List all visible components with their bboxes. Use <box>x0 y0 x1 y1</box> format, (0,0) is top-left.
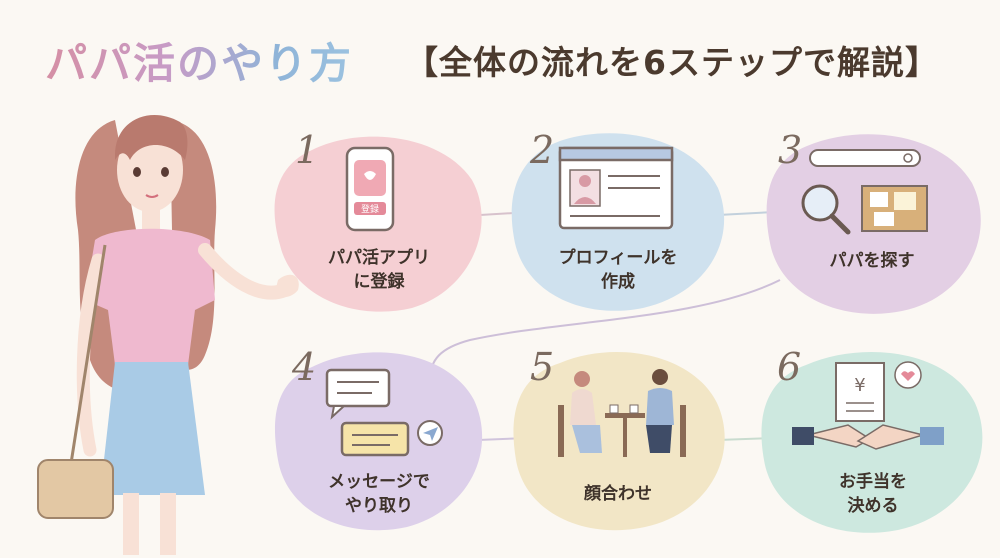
step-1-number: 1 <box>295 128 320 172</box>
step-2-number: 2 <box>530 128 555 172</box>
shoulder-bag <box>37 459 114 519</box>
step-6-card: ¥ <box>761 351 983 533</box>
woman-illustration <box>37 114 299 555</box>
connector-3-4 <box>429 279 781 381</box>
step-5-card <box>513 352 725 531</box>
step-6-number: 6 <box>777 345 802 389</box>
search-magnifier-icon <box>801 149 928 235</box>
leg-right <box>160 493 176 555</box>
neck <box>142 208 160 230</box>
step-2-card <box>511 133 725 311</box>
title-sub-text: 全体の流れを6ステップで解説 <box>439 43 905 82</box>
title-open-bracket: 【 <box>405 43 439 82</box>
title-main: パパ活のやり方 <box>45 30 353 91</box>
arm-down <box>76 253 105 457</box>
step-1-card: 登録 <box>274 136 482 312</box>
step-4-label: メッセージで やり取り <box>328 472 430 516</box>
mouth <box>145 194 159 198</box>
bag-strap <box>68 244 107 471</box>
blouse <box>85 228 215 365</box>
smartphone-icon: 登録 <box>345 146 395 232</box>
step-3-label: パパを探す <box>829 251 915 271</box>
step-4-card <box>274 352 483 531</box>
step-3-number: 3 <box>778 128 803 172</box>
step-2-label: プロフィールを 作成 <box>558 248 678 292</box>
leg-left <box>123 493 139 555</box>
chat-bubbles-icon <box>325 368 443 457</box>
smartphone-register-text: 登録 <box>361 203 379 215</box>
eye-left <box>133 167 141 177</box>
page-title: パパ活のやり方 【全体の流れを6ステップで解説】 <box>45 30 975 100</box>
title-subtitle: 【全体の流れを6ステップで解説】 <box>405 36 939 84</box>
hand-raised <box>275 274 299 297</box>
step-6-label: お手当を 決める <box>839 472 907 516</box>
connector-2-3 <box>717 211 776 216</box>
profile-page-icon <box>558 146 674 230</box>
step-1-label: パパ活アプリ に登録 <box>328 248 430 292</box>
title-close-bracket: 】 <box>904 43 939 82</box>
hair-bangs <box>115 114 188 160</box>
handshake-icon: ¥ <box>792 361 944 450</box>
step-5-label: 顔合わせ <box>584 484 652 504</box>
step-3-card <box>766 134 981 314</box>
cafe-meeting-icon <box>558 369 686 457</box>
yen-symbol: ¥ <box>854 375 865 396</box>
step-5-number: 5 <box>530 345 555 389</box>
step-4-number: 4 <box>292 345 317 389</box>
eye-right <box>161 167 169 177</box>
skirt <box>100 362 205 495</box>
